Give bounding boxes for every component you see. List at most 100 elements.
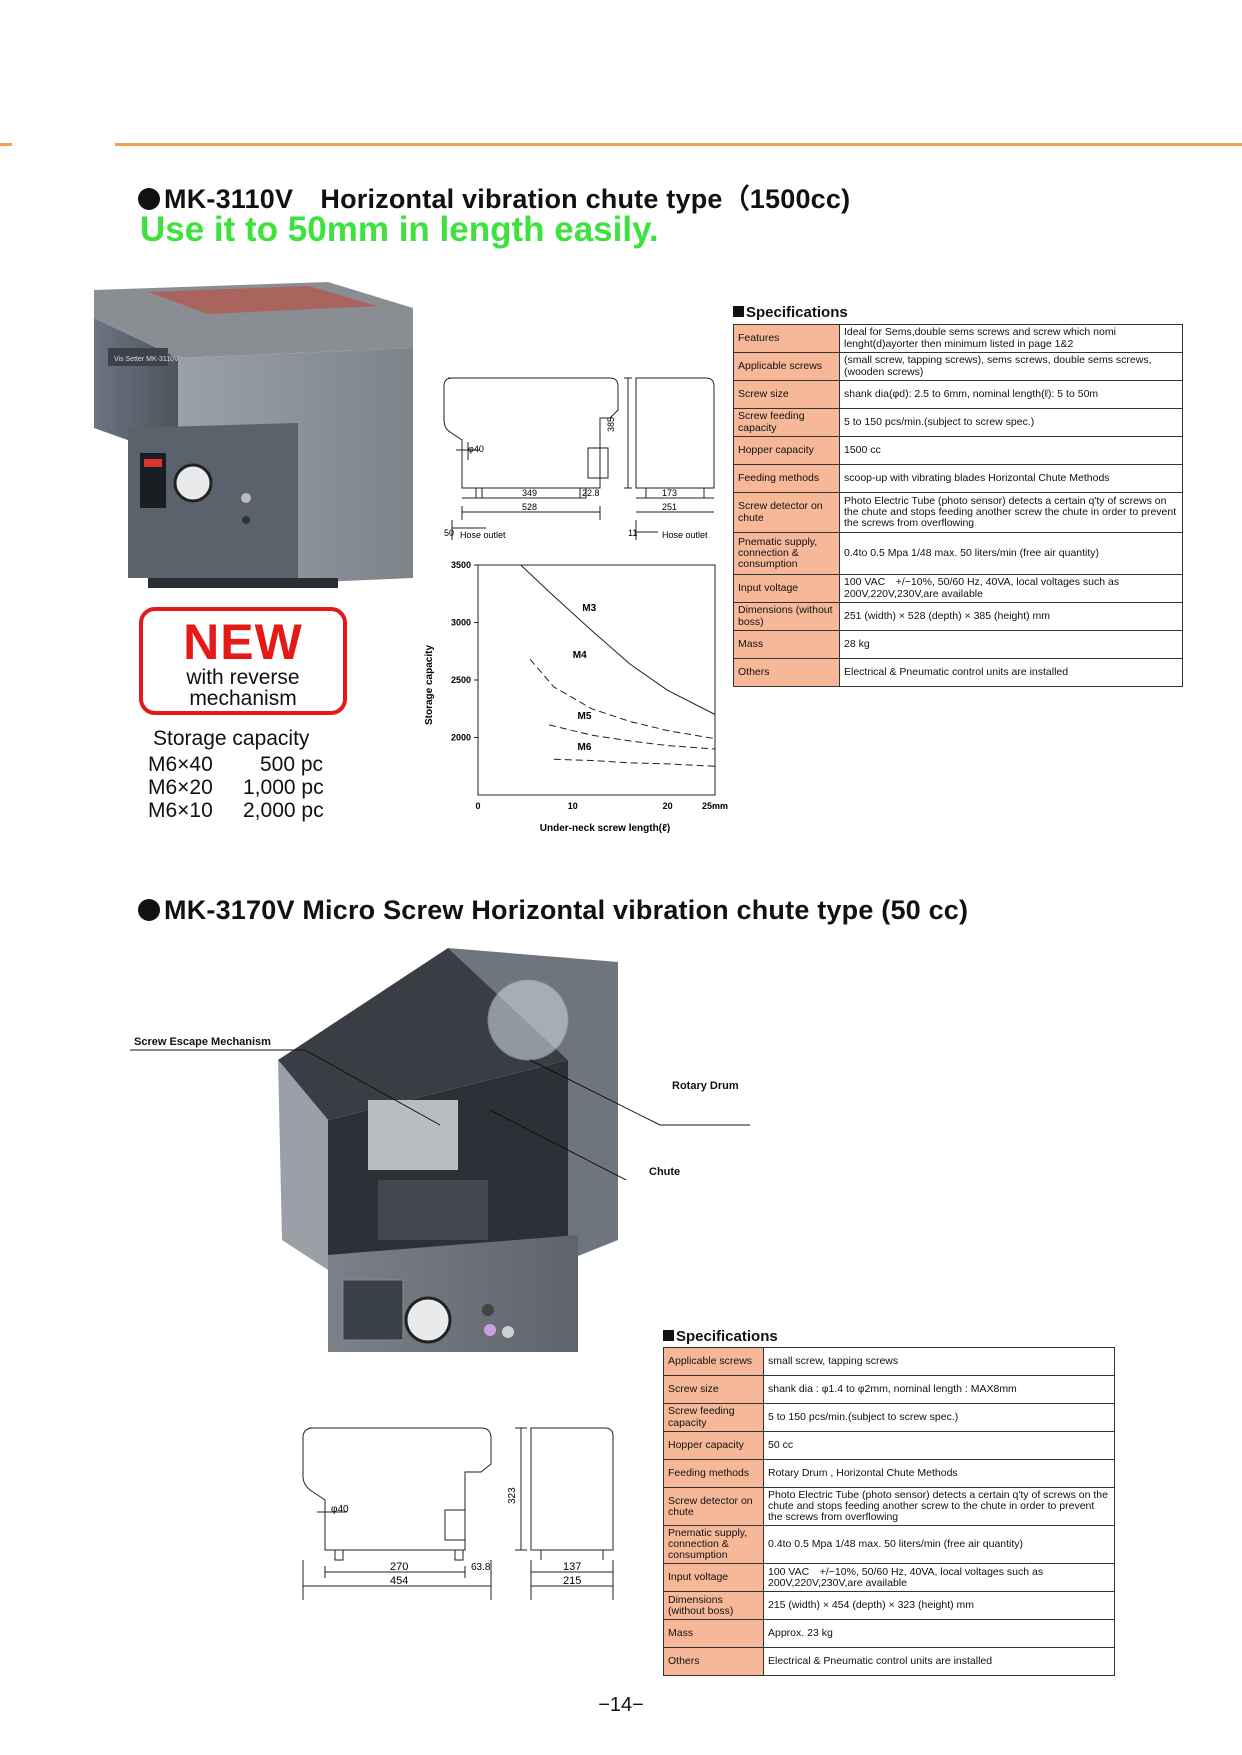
air-inlet-icon — [241, 493, 251, 503]
svg-text:454: 454 — [390, 1575, 408, 1587]
storage-row: M6×10 — [148, 799, 213, 822]
spec-value: Photo Electric Tube (photo sensor) detec… — [763, 1486, 1115, 1527]
storage-row-qty: 1,000 pc — [243, 776, 324, 799]
chart-x-axis-label: Under-neck screw length(ℓ) — [540, 823, 670, 834]
spec-heading-1: Specifications — [733, 304, 848, 321]
spec-value: Rotary Drum , Horizontal Chute Methods — [763, 1459, 1115, 1488]
chart-x-tick-label: 0 — [475, 801, 480, 811]
svg-text:215: 215 — [563, 1575, 581, 1587]
spec-value: (small screw, tapping screws), sems scre… — [839, 352, 1183, 381]
spec-heading-2: Specifications — [663, 1328, 778, 1345]
section2-title: MK-3170V Micro Screw Horizontal vibratio… — [138, 895, 968, 926]
section1-title: MK-3110V Horizontal vibration chute type… — [138, 177, 850, 216]
spec-value: 215 (width) × 454 (depth) × 323 (height)… — [763, 1591, 1115, 1621]
header-rule-tick — [0, 143, 12, 146]
svg-text:528: 528 — [522, 502, 537, 512]
spec-label: Others — [663, 1647, 764, 1677]
pressure-gauge-icon — [173, 463, 213, 503]
spec-label: Applicable screws — [663, 1347, 764, 1376]
svg-text:323: 323 — [507, 1487, 518, 1504]
square-bullet-icon — [733, 306, 744, 317]
svg-text:251: 251 — [662, 502, 677, 512]
storage-row: M6×40 — [148, 753, 213, 776]
spec-label: Hopper capacity — [733, 436, 840, 465]
spec-row: Dimensions (without boss)215 (width) × 4… — [663, 1591, 1115, 1621]
fitting-icon — [484, 1324, 496, 1336]
rotary-drum — [487, 979, 569, 1061]
svg-text:137: 137 — [563, 1561, 581, 1573]
chart-series-line-m4 — [529, 658, 716, 740]
spec-label: Dimensions (without boss) — [733, 602, 840, 631]
svg-text:11: 11 — [628, 528, 637, 538]
spec-value: Electrical & Pneumatic control units are… — [763, 1647, 1115, 1677]
chart-series-label: M3 — [582, 603, 596, 614]
spec-label: Screw feeding capacity — [663, 1403, 764, 1432]
chart-y-tick-label: 2000 — [451, 733, 471, 743]
spec-value: 100 VAC +/−10%, 50/60 Hz, 40VA, local vo… — [763, 1563, 1115, 1593]
chart-series-line-m3 — [520, 564, 716, 715]
callout-screw-escape: Screw Escape Mechanism — [134, 1036, 271, 1048]
spec-label: Screw detector on chute — [733, 492, 840, 533]
chart-series-line-m5 — [548, 724, 716, 750]
page-number: −14− — [598, 1694, 644, 1716]
spec-value: 0.4to 0.5 Mpa 1/48 max. 50 liters/min (f… — [763, 1525, 1115, 1565]
spec-label: Screw size — [663, 1375, 764, 1404]
storage-row-qty: 500 pc — [260, 753, 324, 776]
svg-text:22.8: 22.8 — [582, 488, 600, 498]
svg-text:173: 173 — [662, 488, 677, 498]
dimension-drawing-mk3110v: φ40 349 528 22.8 173 251 385 50 Hose out… — [443, 377, 715, 540]
bullet-icon — [138, 899, 160, 921]
svg-text:50: 50 — [444, 528, 454, 538]
chart-series-label: M6 — [578, 742, 592, 753]
spec-value: shank dia : φ1.4 to φ2mm, nominal length… — [763, 1375, 1115, 1404]
display-icon — [144, 459, 162, 467]
machine-photo-mk3110v: Vis Setter MK-3110V — [94, 282, 413, 588]
spec-label: Others — [733, 658, 840, 687]
svg-text:385: 385 — [606, 417, 616, 432]
chart-x-tick-label: 25mm — [702, 801, 728, 811]
spec-value: 5 to 150 pcs/min.(subject to screw spec.… — [839, 408, 1183, 437]
spec-label: Screw detector on chute — [663, 1486, 764, 1527]
spec-value: Electrical & Pneumatic control units are… — [839, 658, 1183, 687]
storage-capacity-title: Storage capacity — [153, 727, 310, 750]
svg-text:63.8: 63.8 — [471, 1562, 491, 1573]
svg-text:270: 270 — [390, 1561, 408, 1573]
spec-row: Pnematic supply, connection & consumptio… — [663, 1525, 1115, 1565]
spec-label: Input voltage — [663, 1563, 764, 1593]
chart-y-tick-label: 3000 — [451, 618, 471, 628]
spec-value: shank dia(φd): 2.5 to 6mm, nominal lengt… — [839, 380, 1183, 409]
chart-y-tick-label: 2500 — [451, 675, 471, 685]
spec-value: Ideal for Sems,double sems screws and sc… — [839, 324, 1183, 353]
spec-row: Pnematic supply, connection & consumptio… — [733, 532, 1183, 575]
spec-label: Mass — [733, 630, 840, 659]
spec-row: Dimensions (without boss)251 (width) × 5… — [733, 602, 1183, 631]
spec-value: Approx. 23 kg — [763, 1619, 1115, 1649]
spec-label: Screw size — [733, 380, 840, 409]
spec-value: 100 VAC +/−10%, 50/60 Hz, 40VA, local vo… — [839, 574, 1183, 603]
spec-value: scoop-up with vibrating blades Horizonta… — [839, 464, 1183, 493]
chart-y-axis-label: Storage capacity — [424, 645, 435, 725]
spec-label: Features — [733, 324, 840, 353]
control-panel-2 — [342, 1279, 404, 1341]
svg-text:φ40: φ40 — [331, 1504, 349, 1515]
svg-text:φ40: φ40 — [468, 444, 484, 454]
spec-label: Dimensions (without boss) — [663, 1591, 764, 1621]
chart-y-tick-label: 3500 — [451, 560, 471, 570]
spec-label: Pnematic supply, connection & consumptio… — [663, 1525, 764, 1565]
